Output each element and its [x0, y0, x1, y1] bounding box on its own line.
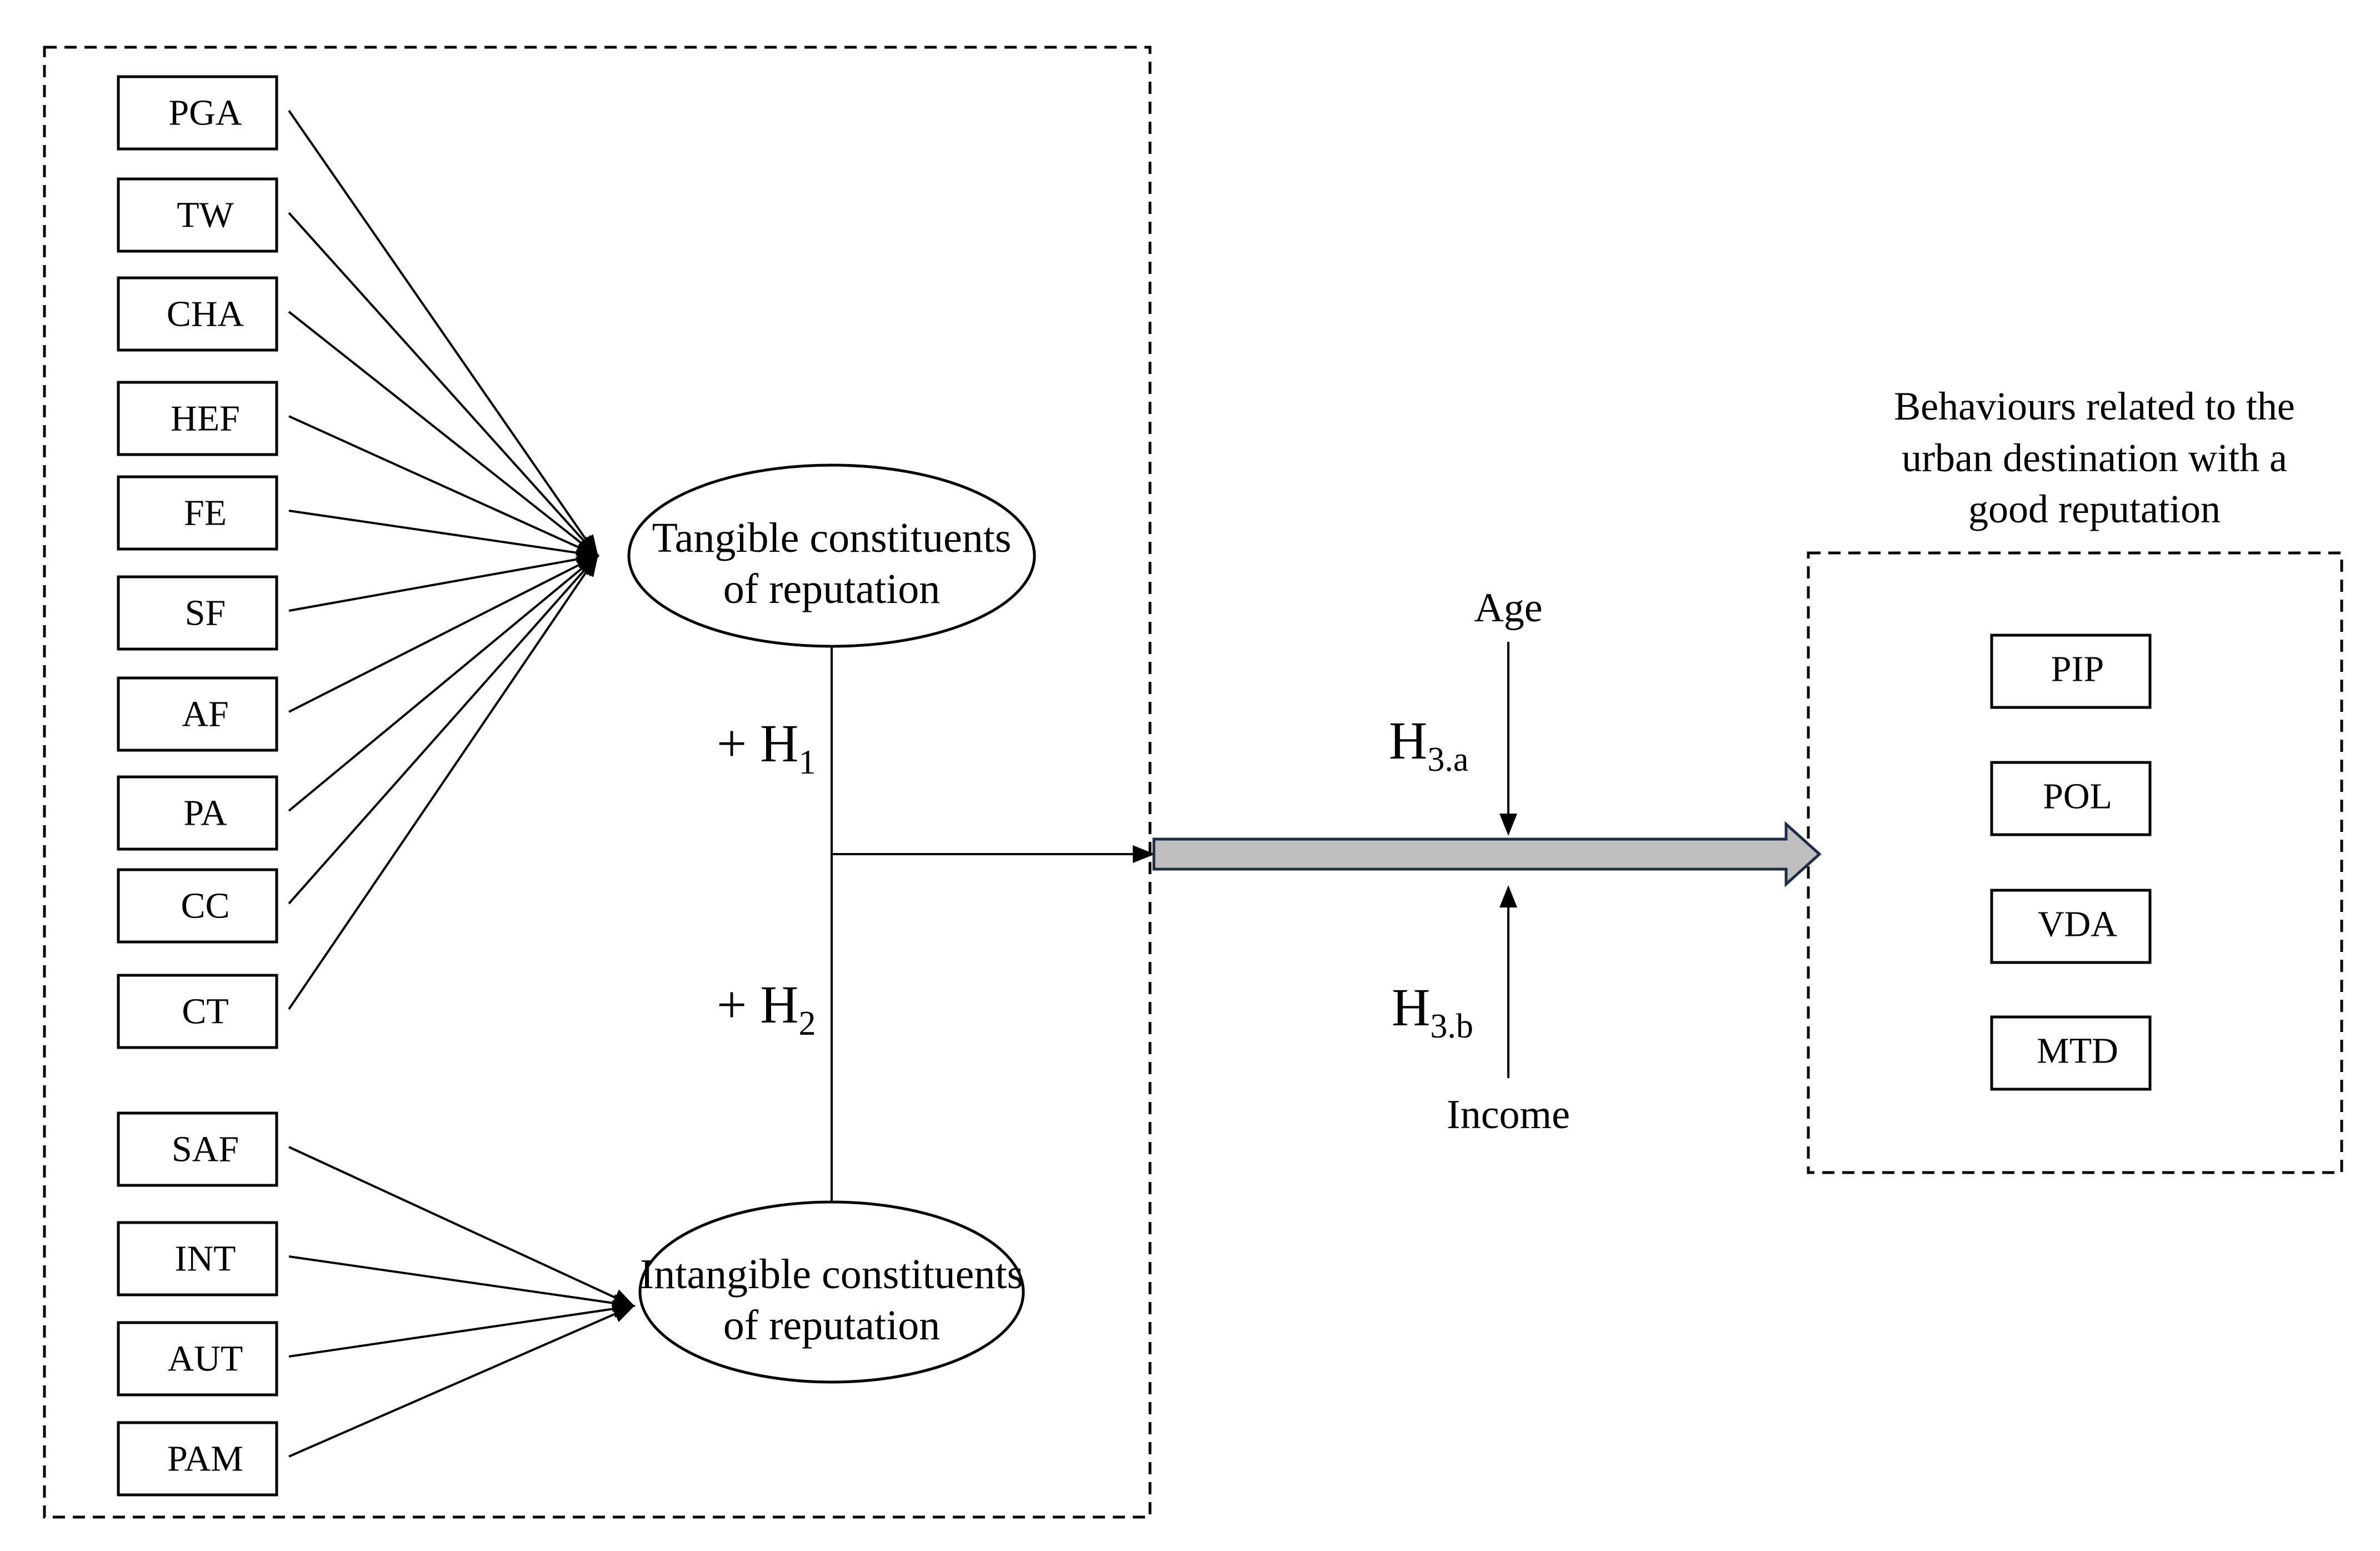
outcome-indicator-pip: PIP: [1990, 634, 2152, 709]
indicator-label: CHA: [167, 294, 244, 335]
indicator-box: [1990, 889, 2152, 964]
outcome-indicator-mtd: MTD: [1990, 1015, 2152, 1091]
tangible-edge-fe: [288, 510, 599, 562]
moderator-income-label: Income: [1447, 1092, 1570, 1138]
intangible-edge-saf: [288, 1146, 636, 1307]
tangible-indicator-sf: SF: [117, 575, 278, 651]
intangible-edge-pam: [288, 1305, 636, 1458]
indicator-box: [1990, 634, 2152, 709]
indicator-box: [117, 775, 278, 851]
indicator-label: TW: [177, 195, 234, 236]
indicator-label: POL: [2043, 776, 2112, 817]
indicator-label: AF: [182, 694, 228, 735]
tangible-construct-label-line2: of reputation: [723, 566, 940, 612]
indicator-box: [117, 1321, 278, 1397]
indicator-box: [117, 676, 278, 752]
indicator-box: [117, 1421, 278, 1497]
outcome-title-line2: urban destination with a: [1902, 436, 2287, 480]
tangible-edge-pa: [288, 554, 599, 812]
outcomes-frame: [1807, 551, 2343, 1174]
indicator-label: PGA: [168, 93, 242, 133]
indicator-label: PAM: [167, 1439, 243, 1479]
tangible-indicator-ct: CT: [117, 974, 278, 1049]
outcome-title-line3: good reputation: [1968, 487, 2221, 531]
outcome-indicator-vda: VDA: [1990, 889, 2152, 964]
indicator-label: CT: [182, 991, 228, 1032]
intangible-indicator-aut: AUT: [117, 1321, 278, 1397]
moderator-age-label: Age: [1474, 585, 1542, 631]
indicator-box: [1990, 761, 2152, 836]
intangible-indicator-pam: PAM: [117, 1421, 278, 1497]
hypothesis-h3a-label: H3.a: [1389, 711, 1468, 779]
tangible-construct-label-line1: Tangible constituents: [652, 515, 1012, 561]
indicator-box: [117, 868, 278, 944]
tangible-construct: Tangible constituents of reputation: [627, 463, 1036, 648]
tangible-edge-hef: [288, 415, 599, 557]
indicator-label: SAF: [172, 1129, 239, 1170]
tangible-indicators: PGA TW CHA HEF FE SF AF PA CC CT: [117, 75, 278, 1049]
intangible-indicator-edges: [288, 1146, 636, 1458]
intangible-indicator-int: INT: [117, 1221, 278, 1296]
hypothesis-h1-label: + H1: [717, 714, 816, 781]
indicator-label: FE: [184, 493, 227, 533]
tangible-edge-cha: [288, 311, 599, 557]
tangible-edge-cc: [288, 554, 599, 905]
indicator-label: INT: [175, 1239, 236, 1279]
intangible-construct: Intangible constituents of reputation: [638, 1200, 1025, 1384]
indicator-box: [117, 381, 278, 456]
intangible-indicators: SAF INT AUT PAM: [117, 1111, 278, 1497]
indicator-box: [117, 177, 278, 253]
intangible-indicator-saf: SAF: [117, 1111, 278, 1187]
intangible-construct-label-line1: Intangible constituents: [640, 1251, 1023, 1298]
antecedents-frame: [43, 46, 1152, 1519]
outcome-title-line1: Behaviours related to the: [1894, 384, 2295, 428]
tangible-indicator-fe: FE: [117, 475, 278, 551]
indicator-label: VDA: [2038, 904, 2117, 945]
tangible-edge-tw: [288, 212, 599, 557]
tangible-edge-ct: [288, 553, 599, 1010]
tangible-indicator-cha: CHA: [117, 276, 278, 352]
tangible-indicator-af: AF: [117, 676, 278, 752]
main-effect-arrow: [1152, 821, 1822, 887]
tangible-indicator-pa: PA: [117, 775, 278, 851]
indicator-box: [117, 276, 278, 352]
tangible-edge-af: [288, 555, 599, 713]
indicator-label: HEF: [171, 398, 240, 439]
indicator-box: [1990, 1015, 2152, 1091]
indicator-box: [117, 1221, 278, 1296]
tangible-indicator-pga: PGA: [117, 75, 278, 151]
indicator-label: PIP: [2051, 649, 2104, 690]
indicator-label: AUT: [168, 1339, 243, 1379]
intangible-construct-label-line2: of reputation: [723, 1302, 940, 1349]
indicator-label: CC: [181, 886, 229, 926]
outcome-indicator-pol: POL: [1990, 761, 2152, 836]
indicator-box: [117, 575, 278, 651]
hypothesis-h2-label: + H2: [717, 975, 816, 1043]
tangible-indicator-cc: CC: [117, 868, 278, 944]
tangible-indicator-hef: HEF: [117, 381, 278, 456]
tangible-indicator-edges: [288, 109, 599, 1010]
indicator-label: PA: [183, 793, 227, 834]
indicator-box: [117, 974, 278, 1049]
intangible-edge-int: [288, 1255, 636, 1312]
outcome-indicators: PIP POL VDA MTD: [1990, 634, 2152, 1091]
indicator-box: [117, 1111, 278, 1187]
tangible-indicator-tw: TW: [117, 177, 278, 253]
indicator-box: [117, 475, 278, 551]
tangible-edge-sf: [288, 550, 599, 612]
indicator-box: [117, 75, 278, 151]
tangible-edge-pga: [288, 109, 599, 558]
intangible-edge-aut: [288, 1300, 636, 1358]
hypothesis-h3b-label: H3.b: [1392, 978, 1473, 1045]
indicator-label: SF: [185, 593, 226, 634]
outcome-title: Behaviours related to the urban destinat…: [1894, 384, 2295, 531]
indicator-label: MTD: [2037, 1031, 2118, 1071]
